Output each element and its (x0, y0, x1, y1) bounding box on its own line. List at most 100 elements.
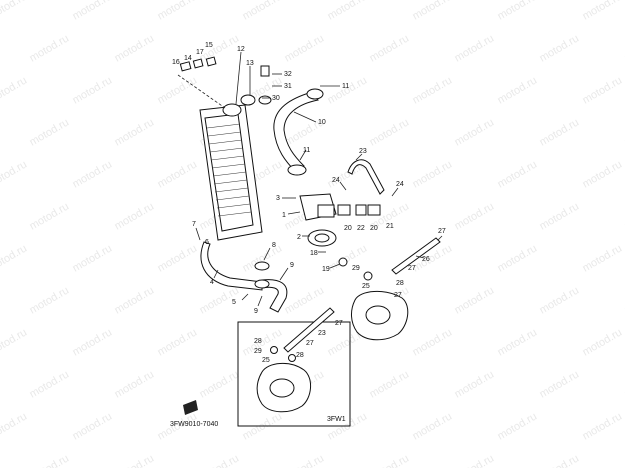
watermark-text: motod.ru (156, 326, 200, 358)
callout-11-top: 11 (342, 83, 349, 90)
thermostat-housing (299, 193, 381, 267)
watermark-text: motod.ru (198, 368, 242, 400)
callout-28b: 28 (254, 338, 262, 345)
radiator (177, 56, 272, 241)
watermark-text: motod.ru (496, 74, 540, 106)
watermark-text: motod.ru (411, 0, 455, 23)
watermark-text: motod.ru (453, 284, 497, 316)
watermark-text: motod.ru (0, 326, 29, 358)
watermark-text: motod.ru (453, 200, 497, 232)
inset-label: 3FW1 (327, 416, 346, 423)
water-pump-cover (351, 271, 409, 341)
watermark-text: motod.ru (453, 32, 497, 64)
callout-1: 1 (282, 212, 286, 219)
callout-30: 30 (272, 95, 280, 102)
watermark-text: motod.ru (113, 116, 157, 148)
watermark-text: motod.ru (71, 74, 115, 106)
callouts: 12 13 14 15 16 17 32 31 30 11 10 11 3 1 … (172, 42, 446, 364)
watermark-text: motod.ru (241, 0, 285, 23)
callout-27a: 27 (438, 228, 446, 235)
radiator-cap (222, 103, 242, 117)
filler-neck (240, 94, 256, 106)
watermark-text: motod.ru (198, 452, 242, 468)
callout-20a: 20 (344, 225, 352, 232)
watermark-text: motod.ru (326, 242, 370, 274)
callout-29a: 29 (352, 265, 360, 272)
watermark-text: motod.ru (0, 158, 29, 190)
callout-28a: 28 (396, 280, 404, 287)
callout-26: 26 (422, 256, 430, 263)
watermark-text: motod.ru (28, 284, 72, 316)
watermark-text: motod.ru (453, 368, 497, 400)
watermark-text: motod.ru (156, 242, 200, 274)
watermark-text: motod.ru (496, 158, 540, 190)
callout-29b: 29 (254, 348, 262, 355)
callout-23-inset: 23 (318, 330, 326, 337)
callout-15: 15 (205, 42, 213, 49)
callout-4: 4 (210, 279, 214, 286)
callout-27c: 27 (394, 292, 402, 299)
watermark-text: motod.ru (581, 410, 625, 442)
lower-hose (200, 241, 263, 291)
watermark-text: motod.ru (496, 410, 540, 442)
watermark-text: motod.ru (411, 410, 455, 442)
callout-13: 13 (246, 60, 254, 67)
callout-28c: 28 (296, 352, 304, 359)
watermark-text: motod.ru (28, 116, 72, 148)
inset-frame (237, 307, 351, 427)
watermark-text: motod.ru (326, 74, 370, 106)
watermark-text: motod.ru (0, 74, 29, 106)
callout-22: 22 (357, 225, 365, 232)
callout-14: 14 (184, 55, 192, 62)
watermark-text: motod.ru (0, 242, 29, 274)
watermark-text: motod.ru (71, 326, 115, 358)
callout-12: 12 (237, 46, 245, 53)
watermark-text: motod.ru (28, 368, 72, 400)
callout-11-mid: 11 (303, 147, 310, 154)
callout-10: 10 (318, 119, 326, 126)
watermark-text: motod.ru (411, 326, 455, 358)
callout-27b: 27 (408, 265, 416, 272)
watermark-text: motod.ru (581, 158, 625, 190)
watermark-text: motod.ru (368, 368, 412, 400)
callout-19: 19 (322, 266, 330, 273)
watermark-text: motod.ru (156, 74, 200, 106)
callout-27e: 27 (306, 340, 314, 347)
watermark-text: motod.ru (496, 242, 540, 274)
hose-clamp (287, 164, 307, 176)
callout-5: 5 (232, 299, 236, 306)
watermark-text: motod.ru (581, 242, 625, 274)
watermark-text: motod.ru (581, 74, 625, 106)
watermark-text: motod.ru (538, 32, 582, 64)
callout-3: 3 (276, 195, 280, 202)
watermark-text: motod.ru (71, 0, 115, 23)
watermark-text: motod.ru (113, 32, 157, 64)
callout-24-left: 24 (332, 177, 340, 184)
watermark-text: motod.ru (411, 158, 455, 190)
callout-23-top: 23 (359, 148, 367, 155)
watermark-text: motod.ru (538, 116, 582, 148)
radiator-fins (206, 123, 252, 217)
watermark-text: motod.ru (538, 452, 582, 468)
watermark-text: motod.ru (113, 452, 157, 468)
watermark-text: motod.ru (28, 32, 72, 64)
watermark-text: motod.ru (113, 368, 157, 400)
watermark-text: motod.ru (368, 116, 412, 148)
callout-9a: 8 (272, 242, 276, 249)
watermark-text: motod.ru (156, 158, 200, 190)
callout-17: 17 (196, 49, 204, 56)
callout-16: 16 (172, 59, 180, 66)
callout-20b: 20 (370, 225, 378, 232)
watermark-text: motod.ru (241, 410, 285, 442)
watermark-text: motod.ru (453, 452, 497, 468)
callout-25b: 25 (262, 357, 270, 364)
watermark-text: motod.ru (368, 452, 412, 468)
watermark-text: motod.ru (496, 326, 540, 358)
watermark-text: motod.ru (71, 158, 115, 190)
outlet-hose (261, 279, 288, 313)
callout-9b: 9 (254, 308, 258, 315)
watermark-text: motod.ru (496, 0, 540, 23)
watermark-text: motod.ru (113, 284, 157, 316)
callout-21: 21 (386, 223, 394, 230)
